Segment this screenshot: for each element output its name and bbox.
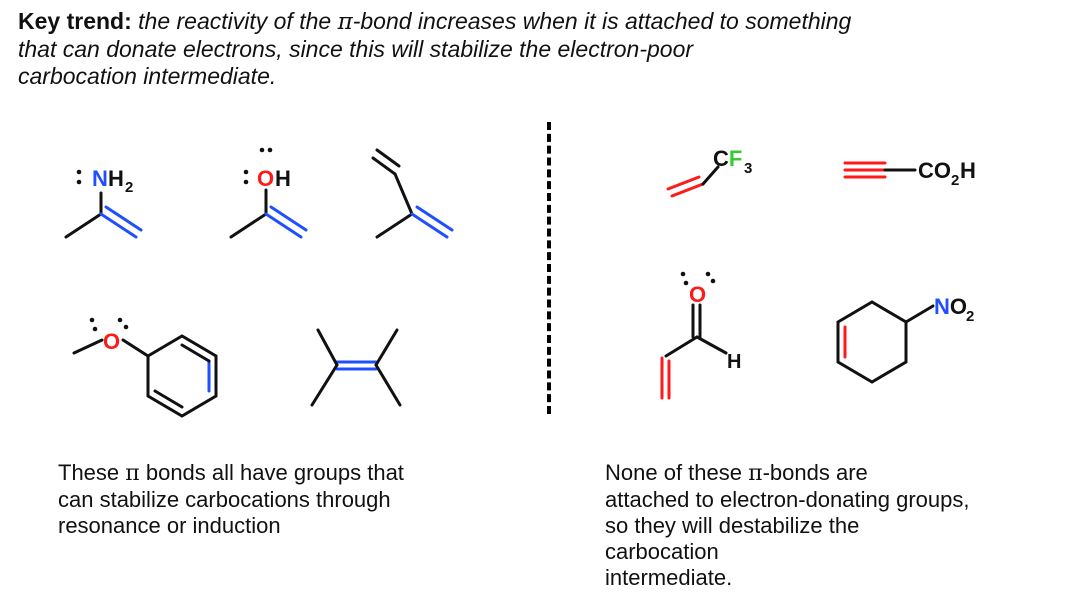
right-caption-post: -bonds are (762, 460, 868, 485)
lone-pair-dot (243, 169, 249, 175)
right-caption: None of these π-bonds are attached to el… (605, 460, 1065, 591)
subscript: 3 (744, 160, 752, 177)
lone-pair-dot (683, 280, 689, 286)
n-symbol: N (934, 294, 950, 319)
co2h-label: CO 2 H (918, 158, 976, 189)
divider-dashed-line (547, 122, 551, 414)
oxygen-symbol: O (103, 329, 120, 354)
lone-pair-dot (76, 169, 82, 175)
carbon-symbol: C (713, 146, 729, 171)
lone-pair-dot (89, 317, 95, 323)
left-caption-post: bonds all have groups that (139, 460, 404, 485)
left-caption-line3: resonance or induction (58, 513, 281, 538)
anisole-structure (72, 334, 218, 418)
right-caption-pre: None of these (605, 460, 749, 485)
propiolic-acid-structure (843, 161, 917, 179)
header-line3: carbocation intermediate. (18, 63, 277, 89)
tetrasubstituted-alkene-structure (310, 328, 402, 407)
lone-pair-dot (710, 278, 716, 284)
right-caption-line5: intermediate. (605, 565, 733, 590)
right-caption-line2: attached to electron-donating groups, (605, 487, 970, 512)
hydrogen-symbol: H (727, 351, 741, 373)
nitrobenzene-structure (836, 300, 935, 384)
header-part2: -bond increases when it is attached to s… (352, 8, 852, 34)
header-text: Key trend: the reactivity of the π-bond … (18, 8, 1058, 90)
no2-label: NO 2 (934, 294, 974, 325)
left-caption-line1: These π bonds all have groups that (58, 460, 508, 487)
pi-symbol: π (337, 9, 353, 35)
hydrogen-symbol: H (108, 166, 124, 191)
lone-pair-dot (76, 179, 82, 185)
oxygen-symbol: O (257, 166, 274, 191)
header-line2: that can donate electrons, since this wi… (18, 36, 694, 62)
lone-pair-dot (267, 147, 273, 153)
hydrogen-symbol: H (275, 166, 291, 191)
subscript: 2 (951, 172, 959, 189)
trifluoropropene-structure (666, 165, 720, 198)
lone-pair-dot (92, 326, 98, 332)
ether-oxygen-label: O (89, 317, 129, 354)
lone-pair-dot (680, 271, 686, 277)
header-part1: the reactivity of the (131, 8, 338, 34)
fluorine-symbol: F (729, 146, 742, 171)
acrolein-structure (660, 303, 728, 400)
left-caption-pre: These (58, 460, 126, 485)
hydrogen-symbol: H (960, 158, 976, 183)
pi-symbol: π (125, 461, 140, 486)
nh2-label: N H 2 (76, 166, 133, 196)
left-caption-line2: can stabilize carbocations through (58, 487, 391, 512)
lone-pair-dot (117, 317, 123, 323)
key-trend-label: Key trend: (18, 8, 132, 34)
right-caption-line3: so they will destabilize the (605, 513, 860, 538)
left-caption: These π bonds all have groups that can s… (58, 460, 508, 539)
subscript: 2 (966, 308, 974, 325)
right-caption-line1: None of these π-bonds are (605, 460, 1065, 487)
cf-symbol: CF (713, 146, 742, 171)
enamine-structure (64, 191, 143, 239)
lone-pair-dot (705, 271, 711, 277)
pi-symbol: π (748, 461, 763, 486)
lone-pair-dot (123, 324, 129, 330)
cf3-label: CF 3 (713, 146, 752, 177)
right-caption-line4: carbocation (605, 539, 719, 564)
lone-pair-dot (243, 179, 249, 185)
atom-labels: N H 2 O H O (76, 146, 976, 373)
lone-pair-dot (259, 147, 265, 153)
nitrogen-symbol: NO (934, 294, 967, 319)
nitrogen-symbol: N (92, 166, 108, 191)
subscript: 2 (125, 179, 133, 196)
aldehyde-oxygen-label: O H (680, 271, 741, 373)
oh-label: O H (243, 147, 291, 191)
co-symbol: CO (918, 158, 951, 183)
diene-structure (371, 148, 454, 239)
enol-structure (229, 188, 308, 239)
o-symbol: O (950, 294, 967, 319)
oxygen-symbol: O (689, 282, 706, 307)
